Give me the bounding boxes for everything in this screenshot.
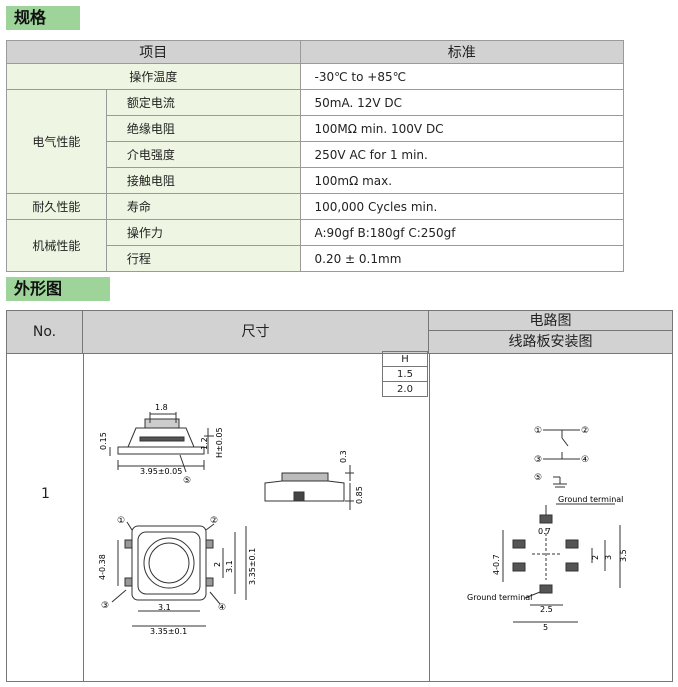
pin-mark-4: ④: [218, 603, 226, 613]
spec-item-value: 50mA. 12V DC: [299, 89, 625, 116]
top-dim-b2: 3.35±0.1: [150, 627, 187, 636]
spec-item-label: 额定电流: [105, 89, 301, 116]
side-view-drawing: [109, 412, 214, 473]
height-option: 2.0: [382, 381, 428, 397]
circuit-pin-5: ⑤: [534, 473, 542, 483]
spec-item-label: 寿命: [105, 193, 301, 220]
ground-terminal-top-label: Ground terminal: [558, 495, 623, 504]
header-divider: [7, 353, 672, 354]
op-temp-label: 操作温度: [6, 63, 301, 90]
spec-item-value: 100MΩ min. 100V DC: [299, 115, 625, 142]
circuit-pin-1: ①: [534, 426, 542, 436]
pin-mark-3: ③: [101, 601, 109, 611]
spec-item-label: 介电强度: [105, 141, 301, 168]
spec-item-label: 操作力: [105, 219, 301, 246]
side-dim-bottom: 3.95±0.05: [140, 467, 182, 476]
no-header: No.: [7, 311, 83, 353]
durability-category: 耐久性能: [6, 193, 107, 220]
item-number: 1: [41, 486, 50, 502]
pcb-dim-3: 3: [604, 555, 613, 560]
top-dim-r3: 3.35±0.1: [248, 548, 257, 585]
circuit-pin-2: ②: [581, 426, 589, 436]
ground-terminal-bottom-label: Ground terminal: [467, 593, 532, 602]
column-divider: [83, 353, 84, 681]
height-table: H 1.5 2.0: [382, 351, 428, 397]
spec-item-value: 250V AC for 1 min.: [299, 141, 625, 168]
spec-item-value: 100mΩ max.: [299, 167, 625, 194]
side-dim-left: 0.15: [99, 432, 108, 450]
spec-item-value: 0.20 ± 0.1mm: [299, 245, 625, 272]
table-row: 电气性能 额定电流 50mA. 12V DC: [6, 89, 625, 194]
item-header: 项目: [6, 40, 301, 64]
pcb-dim-35: 3.5: [619, 549, 628, 562]
spec-item-label: 接触电阻: [105, 167, 301, 194]
pin-mark-2: ②: [210, 516, 218, 526]
column-divider: [429, 353, 430, 681]
right-dim-bottom: 0.85: [355, 486, 364, 504]
outline-section-title: 外形图: [6, 277, 110, 301]
terminal-mark-5: ⑤: [183, 476, 191, 486]
top-dim-b1: 3.1: [158, 603, 171, 612]
side-dim-r2: H±0.05: [215, 427, 224, 458]
pcb-dim-25: 2.5: [540, 605, 553, 614]
pin-mark-1: ①: [117, 516, 125, 526]
side-dim-top: 1.8: [155, 403, 168, 412]
top-dim-left: 4-0.38: [98, 554, 107, 580]
pcb-dim-5: 5: [543, 623, 548, 632]
op-temp-value: -30℃ to +85℃: [299, 63, 625, 90]
pcb-dim-4-07: 4-0.7: [492, 554, 501, 575]
table-row: 操作温度 -30℃ to +85℃: [6, 63, 625, 90]
circuit-pin-4: ④: [581, 455, 589, 465]
right-dim-top: 0.3: [339, 450, 348, 463]
side-dim-r1: 1.2: [200, 437, 209, 450]
pcb-dim-07: 0.7: [538, 527, 551, 536]
table-row: 行程 0.20 ± 0.1mm: [7, 245, 625, 272]
pcb-layout-header: 线路板安装图: [429, 331, 672, 353]
dimension-header: 尺寸: [83, 311, 429, 353]
circuit-header: 电路图: [429, 311, 672, 331]
spec-section-title: 规格: [6, 6, 80, 30]
table-row: 绝缘电阻 100MΩ min. 100V DC: [7, 115, 625, 142]
standard-header: 标准: [299, 40, 625, 64]
circuit-pin-3: ③: [534, 455, 542, 465]
spec-item-label: 行程: [105, 245, 301, 272]
top-dim-r2: 3.1: [225, 560, 234, 573]
table-row: 介电强度 250V AC for 1 min.: [7, 141, 625, 168]
table-row: 机械性能 操作力 A:90gf B:180gf C:250gf: [6, 219, 625, 272]
mechanical-category: 机械性能: [6, 219, 107, 272]
pcb-dim-2: 2: [591, 555, 600, 560]
spec-item-label: 绝缘电阻: [105, 115, 301, 142]
table-row: 接触电阻 100mΩ max.: [7, 167, 625, 194]
top-view-drawing: [111, 521, 247, 627]
spec-table: 项目 标准 操作温度 -30℃ to +85℃ 电气性能 额定电流 50mA. …: [6, 40, 625, 272]
electrical-category: 电气性能: [6, 89, 107, 194]
pcb-layout-drawing: [502, 503, 621, 623]
spec-header-row: 项目 标准: [6, 40, 625, 64]
side-view-right-drawing: [264, 465, 354, 510]
outline-drawing-table: No. 尺寸 电路图 线路板安装图 1: [6, 310, 673, 682]
top-dim-r1: 2: [213, 562, 222, 567]
circuit-diagram: [543, 429, 580, 488]
spec-item-value: A:90gf B:180gf C:250gf: [299, 219, 625, 246]
